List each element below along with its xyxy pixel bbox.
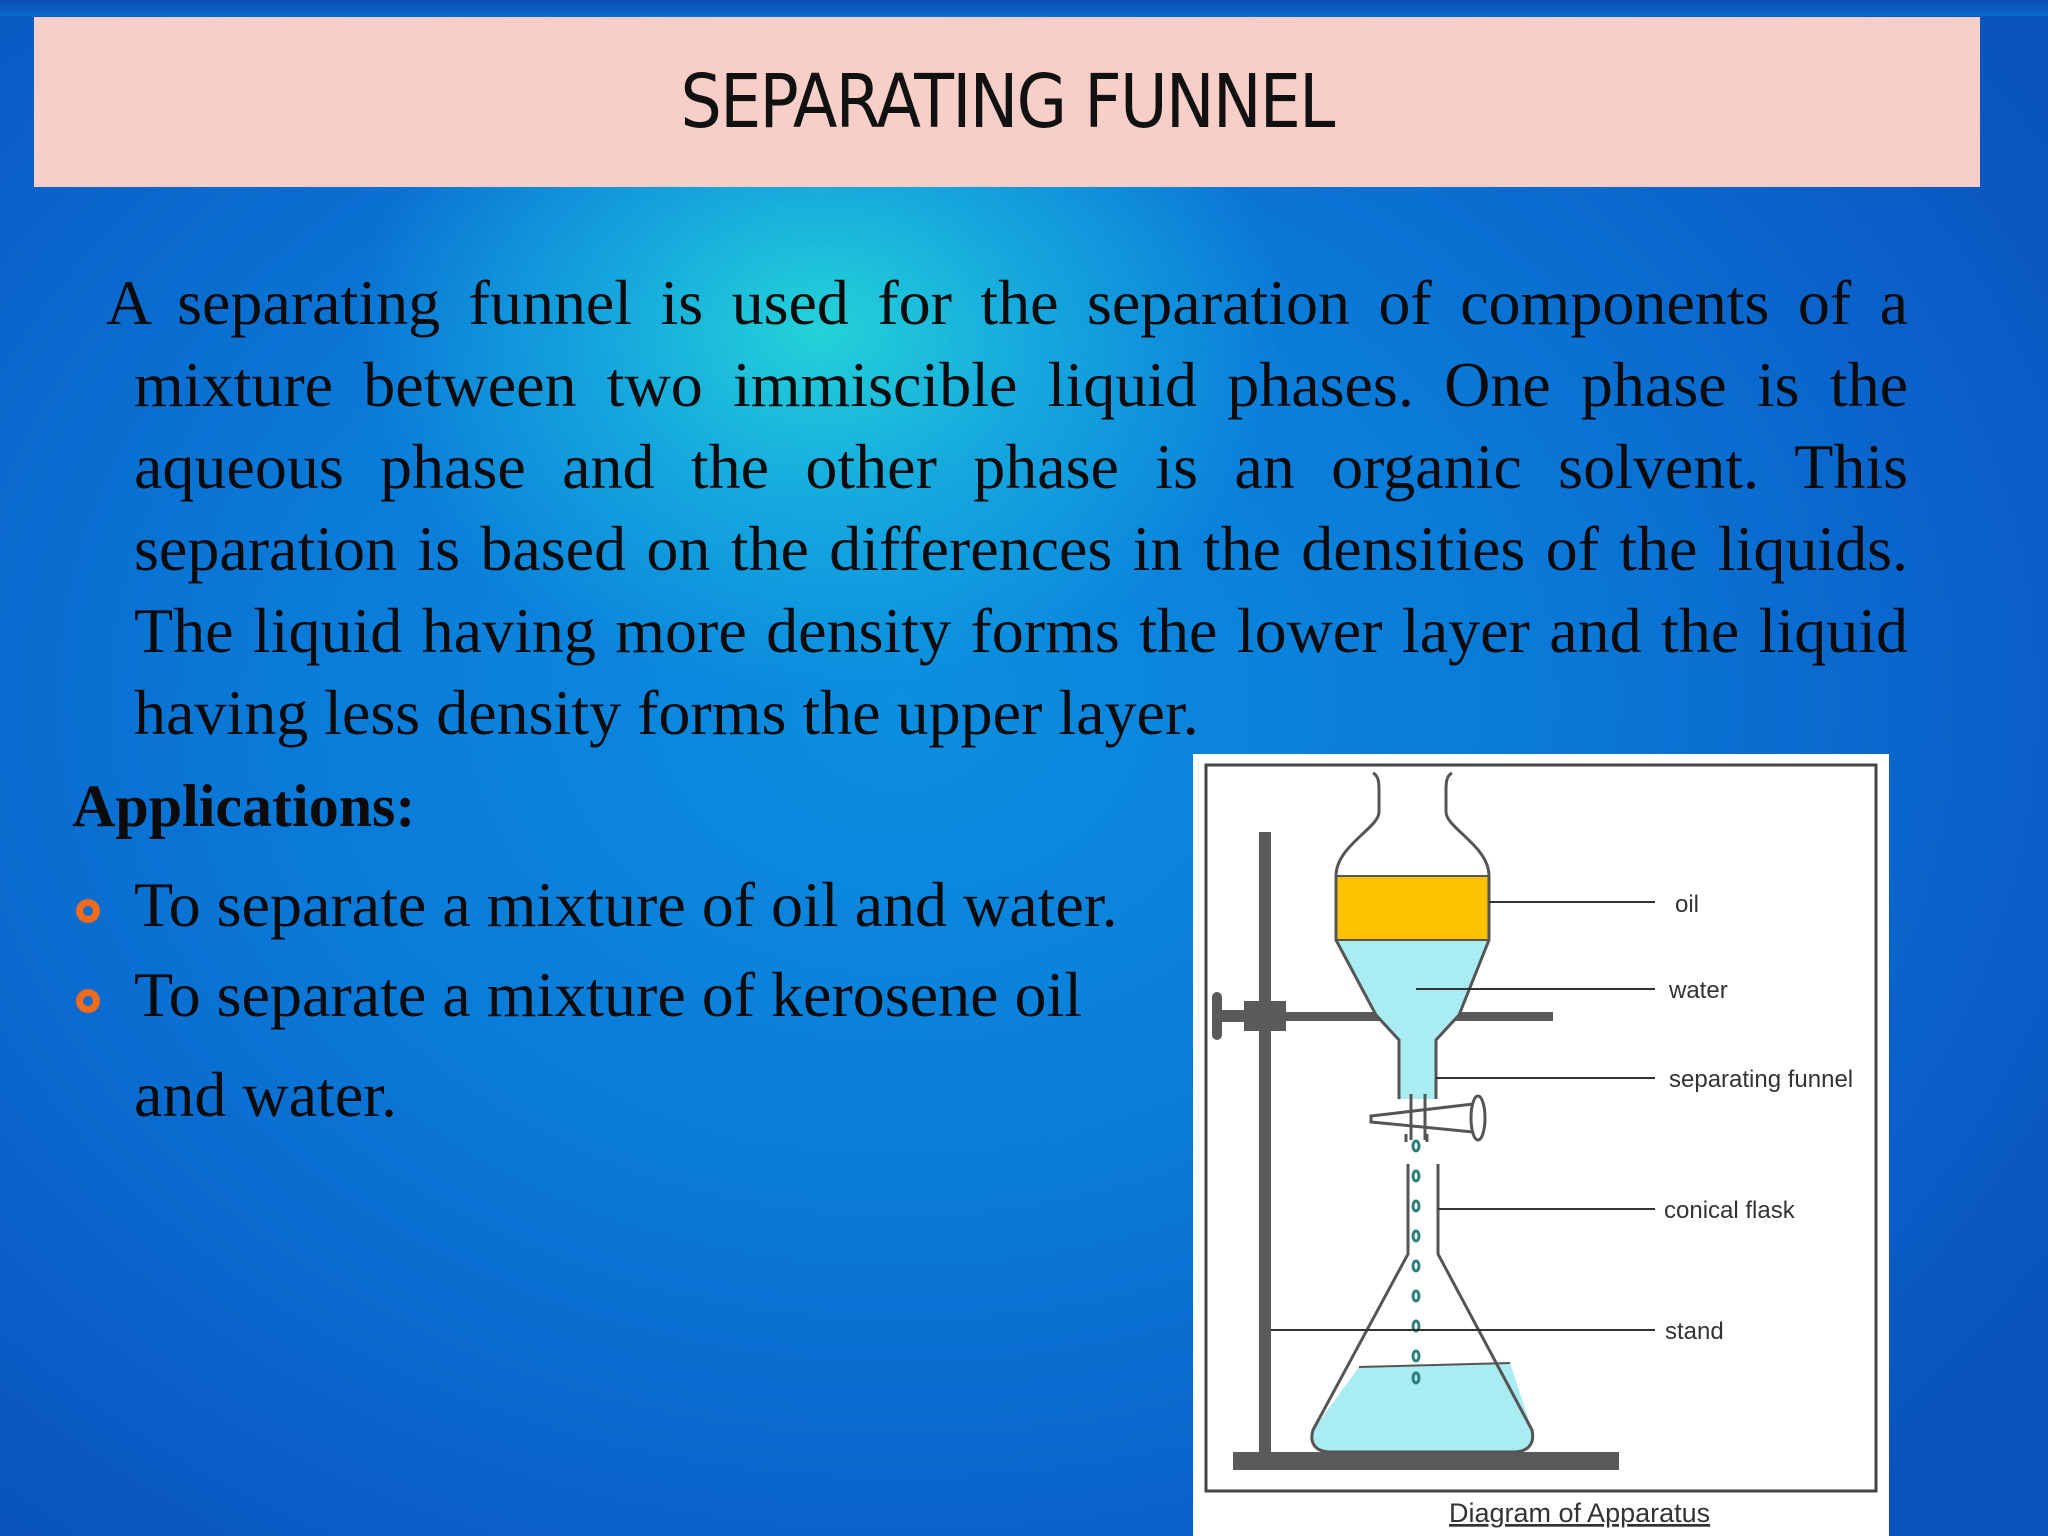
application-item-2: To separate a mixture of kerosene oil bbox=[134, 959, 1083, 1030]
clamp-screw bbox=[1217, 1010, 1244, 1022]
funnel-water-layer bbox=[1336, 940, 1489, 1099]
stopcock bbox=[1369, 1102, 1475, 1134]
clamp-boss bbox=[1244, 1001, 1286, 1031]
bullet-ring-icon bbox=[76, 989, 100, 1013]
title-banner: SEPARATING FUNNEL bbox=[34, 17, 1980, 187]
application-item-2-continuation: and water. bbox=[134, 1059, 397, 1130]
label-oil: oil bbox=[1675, 891, 1699, 918]
intro-paragraph: A separating funnel is used for the sepa… bbox=[106, 267, 1908, 748]
stand-base bbox=[1233, 1452, 1619, 1470]
stopcock-handle bbox=[1469, 1094, 1487, 1142]
applications-heading: Applications: bbox=[72, 773, 416, 839]
top-border-band bbox=[0, 0, 2048, 16]
diagram-caption: Diagram of Apparatus bbox=[1449, 1498, 1710, 1528]
apparatus-diagram: oil water separating funnel conical flas… bbox=[1193, 754, 1889, 1536]
label-stand: stand bbox=[1665, 1318, 1724, 1345]
label-water: water bbox=[1668, 977, 1728, 1004]
application-item-1: To separate a mixture of oil and water. bbox=[134, 869, 1118, 940]
diagram-frame bbox=[1204, 763, 1878, 1493]
falling-droplets bbox=[1411, 1139, 1421, 1385]
label-conical-flask: conical flask bbox=[1664, 1197, 1796, 1224]
conical-flask bbox=[1310, 1164, 1535, 1454]
clamp-knob bbox=[1212, 992, 1222, 1040]
label-separating-funnel: separating funnel bbox=[1669, 1066, 1853, 1093]
flask-liquid bbox=[1311, 1363, 1533, 1452]
slide-title: SEPARATING FUNNEL bbox=[680, 59, 1335, 145]
stand-rod bbox=[1259, 832, 1271, 1454]
bullet-ring-icon bbox=[76, 899, 100, 923]
funnel-oil-layer bbox=[1336, 876, 1489, 940]
